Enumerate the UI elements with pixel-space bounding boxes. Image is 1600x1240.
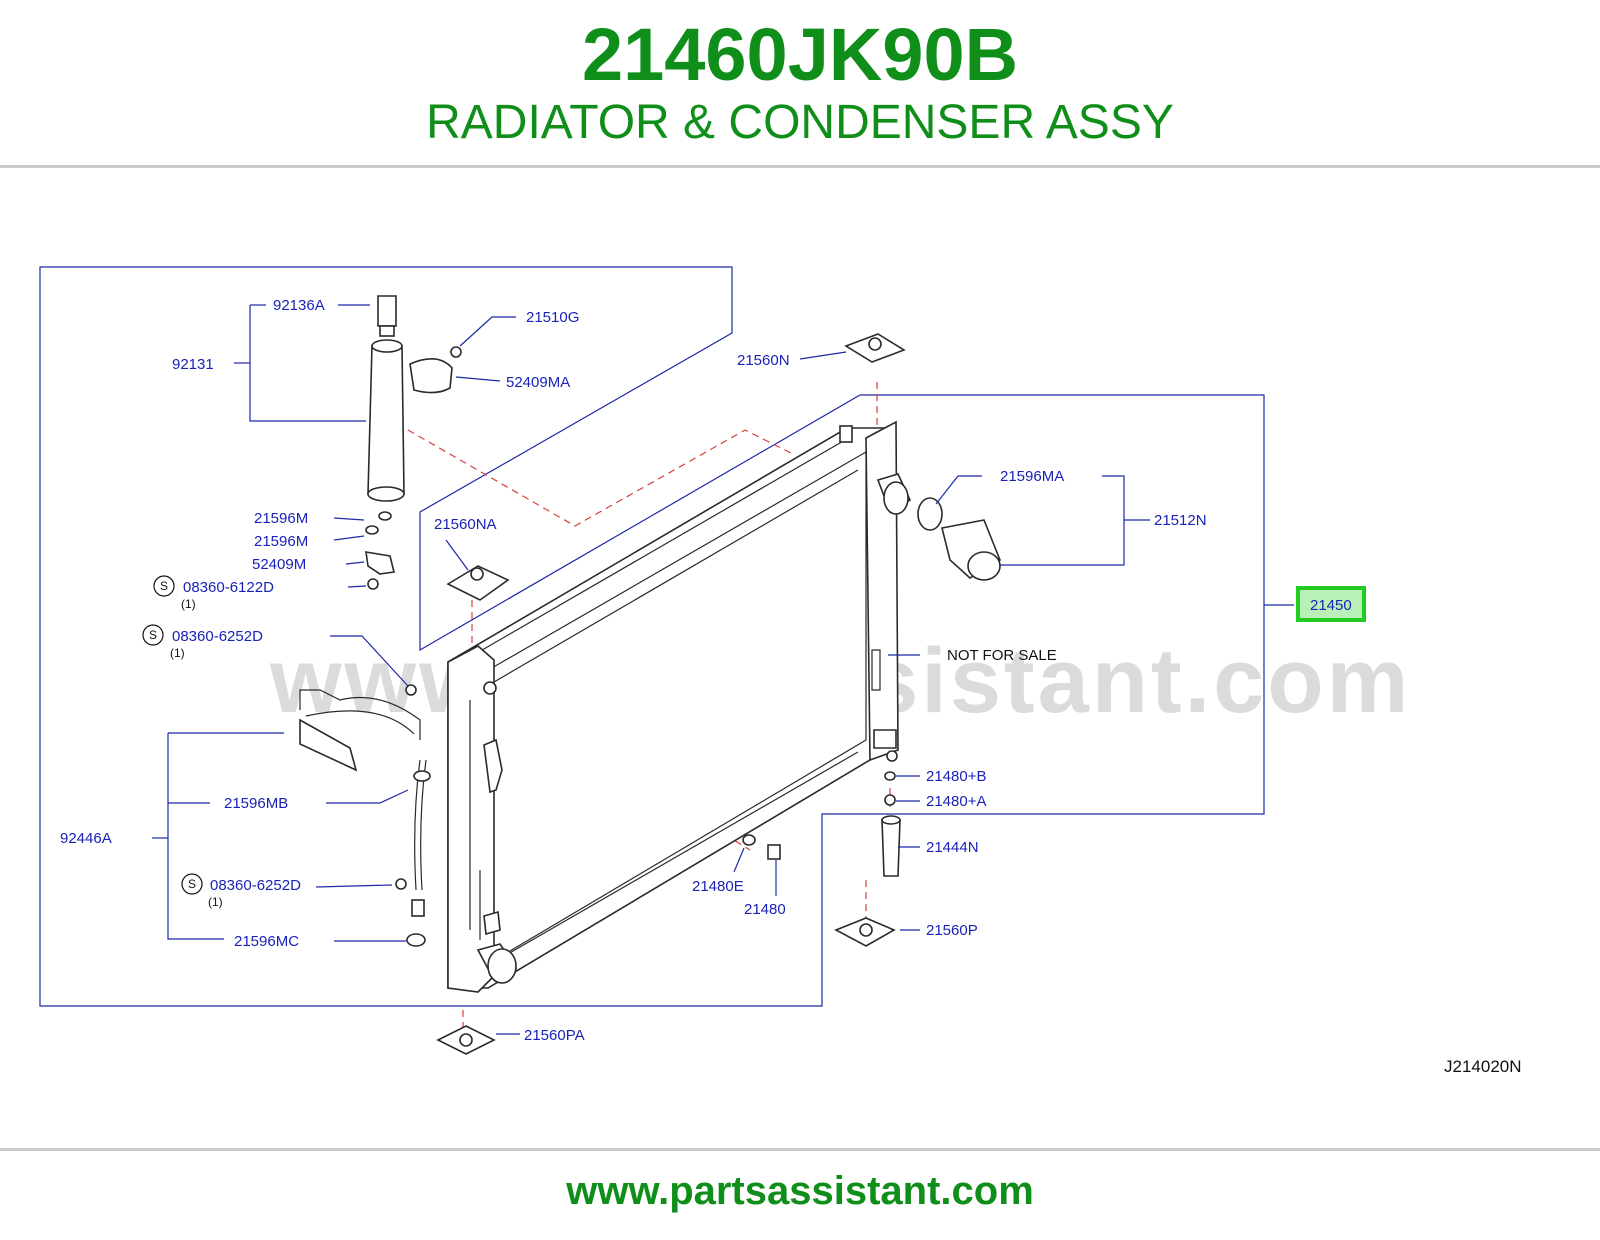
part-label-21596MA[interactable]: 21596MA bbox=[1000, 468, 1064, 485]
mount-21560PA bbox=[436, 1025, 496, 1055]
footer-divider bbox=[0, 1148, 1600, 1151]
part-label-21480A[interactable]: 21480+A bbox=[926, 793, 986, 810]
drain-parts bbox=[742, 771, 901, 877]
part-label-52409MA[interactable]: 52409MA bbox=[506, 374, 570, 391]
part-label-52409M[interactable]: 52409M bbox=[252, 556, 306, 573]
header: 21460JK90B RADIATOR & CONDENSER ASSY bbox=[0, 0, 1600, 168]
condenser-group-boundary bbox=[39, 266, 1265, 1007]
bolt-callout-08360-6122D: S 08360-6122D (1) bbox=[153, 575, 274, 611]
part-label-08360-6122D[interactable]: 08360-6122D bbox=[183, 579, 274, 596]
part-label-21560PA[interactable]: 21560PA bbox=[524, 1027, 585, 1044]
part-label-21510G[interactable]: 21510G bbox=[526, 309, 579, 326]
part-label-21450[interactable]: 21450 bbox=[1310, 597, 1352, 614]
header-divider bbox=[0, 165, 1600, 168]
quantity-08360-6122D: (1) bbox=[181, 597, 196, 611]
part-label-08360-6252D-lower[interactable]: 08360-6252D bbox=[210, 877, 301, 894]
part-label-08360-6252D-upper[interactable]: 08360-6252D bbox=[172, 628, 263, 645]
bracket-clamp bbox=[409, 346, 462, 394]
standard-part-marker: S bbox=[160, 579, 168, 593]
parts-diagram: www.partsassistant.com bbox=[0, 240, 1600, 1100]
mount-21560N bbox=[844, 333, 906, 363]
part-label-92446A[interactable]: 92446A bbox=[60, 830, 112, 847]
quantity-08360-6252D-lower: (1) bbox=[208, 895, 223, 909]
upper-hose-fitting bbox=[917, 497, 1001, 581]
part-label-21596MB[interactable]: 21596MB bbox=[224, 795, 288, 812]
part-label-21444N[interactable]: 21444N bbox=[926, 839, 979, 856]
part-label-21512N[interactable]: 21512N bbox=[1154, 512, 1207, 529]
highlight-box-21450[interactable] bbox=[1296, 586, 1366, 622]
part-label-21560P[interactable]: 21560P bbox=[926, 922, 978, 939]
radiator-assembly bbox=[447, 420, 912, 993]
diagram-reference-code: J214020N bbox=[1444, 1057, 1522, 1076]
part-number-title: 21460JK90B bbox=[581, 13, 1019, 96]
part-label-21480B[interactable]: 21480+B bbox=[926, 768, 986, 785]
part-label-21560NA[interactable]: 21560NA bbox=[434, 516, 497, 533]
part-label-21560N[interactable]: 21560N bbox=[737, 352, 790, 369]
standard-part-marker: S bbox=[188, 877, 196, 891]
footer-website[interactable]: www.partsassistant.com bbox=[566, 1169, 1034, 1213]
part-label-21480E[interactable]: 21480E bbox=[692, 878, 744, 895]
part-label-21596MC[interactable]: 21596MC bbox=[234, 933, 299, 950]
part-label-92136A[interactable]: 92136A bbox=[273, 297, 325, 314]
mount-21560P bbox=[834, 917, 896, 947]
parts-diagram-canvas: www.partsassistant.com bbox=[39, 266, 1522, 1076]
standard-part-marker: S bbox=[149, 628, 157, 642]
quantity-08360-6252D-upper: (1) bbox=[170, 646, 185, 660]
leader-lines bbox=[152, 304, 1294, 1035]
bolt-callout-08360-6252D-lower: S 08360-6252D (1) bbox=[181, 873, 301, 909]
receiver-drier bbox=[367, 295, 405, 502]
o-rings-small bbox=[365, 511, 395, 590]
part-label-21480[interactable]: 21480 bbox=[744, 901, 786, 918]
not-for-sale-note: NOT FOR SALE bbox=[947, 647, 1057, 664]
part-label-21596M-upper[interactable]: 21596M bbox=[254, 510, 308, 527]
bolt-callout-08360-6252D-upper: S 08360-6252D (1) bbox=[142, 624, 263, 660]
part-name-subtitle: RADIATOR & CONDENSER ASSY bbox=[426, 96, 1174, 149]
part-label-21596M-lower[interactable]: 21596M bbox=[254, 533, 308, 550]
condenser-pipes bbox=[299, 684, 431, 947]
mount-21560NA bbox=[446, 565, 510, 601]
part-label-92131[interactable]: 92131 bbox=[172, 356, 214, 373]
